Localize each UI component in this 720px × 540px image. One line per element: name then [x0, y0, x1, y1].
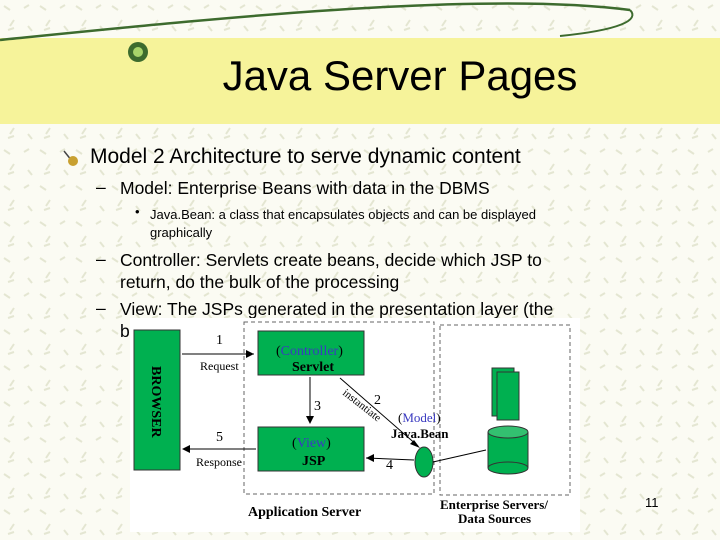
- javabean-label: Java.Bean: [391, 426, 449, 441]
- controller-line2: return, do the bulk of the processing: [120, 272, 400, 292]
- application-server-label: Application Server: [248, 505, 361, 520]
- dash-marker: –: [96, 249, 106, 269]
- server-box-front: [496, 371, 520, 421]
- sub-controller: Controller: Servlets create beans, decid…: [120, 249, 542, 293]
- jsp-box: [257, 426, 365, 472]
- slide-title: Java Server Pages: [222, 52, 578, 99]
- step-5: 5: [216, 430, 223, 445]
- view-label: (View): [292, 436, 331, 451]
- controller-label: (Controller): [276, 344, 343, 359]
- dash-marker: –: [96, 298, 106, 318]
- step-1: 1: [216, 333, 223, 348]
- response-label: Response: [196, 455, 242, 469]
- dash-marker: –: [96, 177, 106, 197]
- bullet-dot: •: [135, 204, 140, 219]
- database-cylinder-top: [487, 425, 529, 439]
- controller-line1: Controller: Servlets create beans, decid…: [120, 250, 542, 270]
- arrow-instantiate: [339, 377, 419, 447]
- step-2: 2: [374, 393, 381, 408]
- javabean-line2: graphically: [150, 225, 213, 240]
- javabean-node: [414, 446, 434, 478]
- title-banner: [0, 38, 720, 124]
- app-server-box: [243, 321, 435, 495]
- request-label: Request: [200, 359, 239, 373]
- view-line1: View: The JSPs generated in the presenta…: [120, 299, 554, 319]
- sub-view: View: The JSPs generated in the presenta…: [120, 298, 553, 342]
- sub-model: Model: Enterprise Beans with data in the…: [120, 178, 490, 198]
- model-label: (Model): [398, 410, 441, 425]
- view-line2: b: [120, 321, 130, 341]
- arrow-to-data: [432, 449, 487, 463]
- bullet-model2: Model 2 Architecture to serve dynamic co…: [90, 145, 521, 168]
- enterprise-label-line2: Data Sources: [458, 511, 531, 526]
- database-cylinder-bottom: [487, 461, 529, 475]
- step-4: 4: [386, 458, 393, 473]
- page-number: 11: [645, 495, 659, 510]
- jsp-label: JSP: [302, 454, 326, 469]
- bullet-icon: [63, 150, 78, 166]
- enterprise-label-line1: Enterprise Servers/: [440, 497, 548, 512]
- servlet-label: Servlet: [292, 360, 334, 375]
- servlet-box: [257, 330, 365, 376]
- step-3: 3: [314, 399, 321, 414]
- browser-label: BROWSER: [148, 366, 163, 438]
- enterprise-box: [439, 324, 571, 496]
- javabean-line1: Java.Bean: a class that encapsulates obj…: [150, 207, 536, 222]
- browser-box: [133, 329, 181, 471]
- subsub-javabean: Java.Bean: a class that encapsulates obj…: [150, 206, 650, 242]
